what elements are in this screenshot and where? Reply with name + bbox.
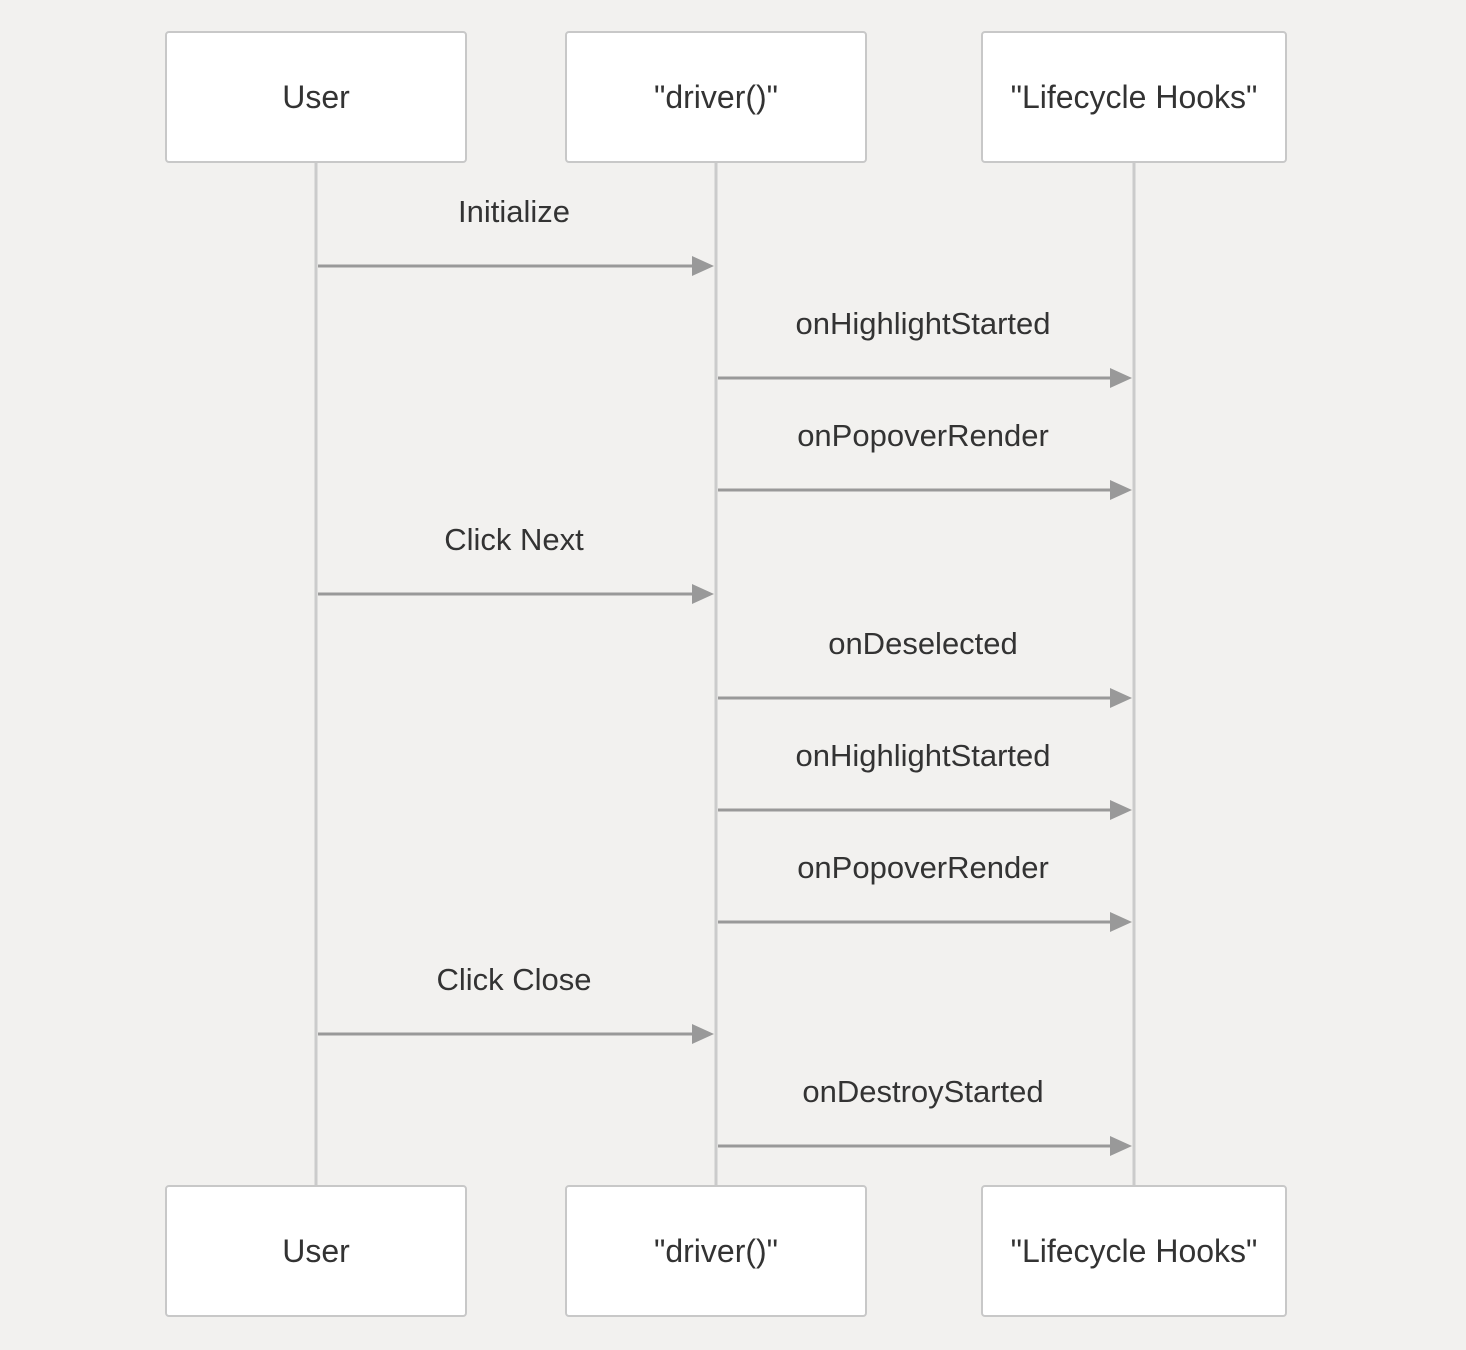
actor-user-bottom: User — [165, 1185, 467, 1317]
arrowhead-icon — [1110, 688, 1132, 708]
actor-label: "Lifecycle Hooks" — [1011, 79, 1258, 115]
message-1: Initialize — [318, 194, 714, 276]
message-label: onPopoverRender — [797, 418, 1049, 453]
message-6: onHighlightStarted — [718, 738, 1132, 820]
arrowhead-icon — [1110, 480, 1132, 500]
actor-user-top: User — [165, 31, 467, 163]
message-8: Click Close — [318, 962, 714, 1044]
message-label: onDeselected — [828, 626, 1018, 661]
message-label: Initialize — [458, 194, 570, 229]
message-5: onDeselected — [718, 626, 1132, 708]
arrowhead-icon — [1110, 1136, 1132, 1156]
message-label: onHighlightStarted — [795, 306, 1050, 341]
message-3: onPopoverRender — [718, 418, 1132, 500]
actor-hooks-top: "Lifecycle Hooks" — [981, 31, 1287, 163]
actor-box-rect — [565, 31, 867, 163]
actor-label: User — [282, 1233, 350, 1269]
arrowhead-icon — [692, 256, 714, 276]
actor-box-rect — [981, 31, 1287, 163]
arrowhead-icon — [1110, 800, 1132, 820]
message-9: onDestroyStarted — [718, 1074, 1132, 1156]
arrowhead-icon — [692, 1024, 714, 1044]
actor-box-rect — [565, 1185, 867, 1317]
message-label: Click Close — [436, 962, 591, 997]
message-4: Click Next — [318, 522, 714, 604]
lifelines — [314, 162, 1136, 1186]
actor-label: "Lifecycle Hooks" — [1011, 1233, 1258, 1269]
arrowhead-icon — [1110, 912, 1132, 932]
actor-driver-top: "driver()" — [565, 31, 867, 163]
message-label: onPopoverRender — [797, 850, 1049, 885]
message-label: Click Next — [444, 522, 584, 557]
arrowhead-icon — [1110, 368, 1132, 388]
actor-box-rect — [165, 31, 467, 163]
messages: Initialize onHighlightStarted onPopoverRen… — [318, 194, 1132, 1156]
actor-label: User — [282, 79, 350, 115]
message-label: onDestroyStarted — [802, 1074, 1043, 1109]
actor-box-rect — [165, 1185, 467, 1317]
actor-hooks-bottom: "Lifecycle Hooks" — [981, 1185, 1287, 1317]
actor-driver-bottom: "driver()" — [565, 1185, 867, 1317]
actors-bottom: User "driver()" "Lifecycle Hooks" — [165, 1185, 1287, 1317]
message-label: onHighlightStarted — [795, 738, 1050, 773]
actor-label: "driver()" — [654, 1233, 778, 1269]
message-2: onHighlightStarted — [718, 306, 1132, 388]
actors-top: User "driver()" "Lifecycle Hooks" — [165, 31, 1287, 163]
message-7: onPopoverRender — [718, 850, 1132, 932]
actor-box-rect — [981, 1185, 1287, 1317]
actor-label: "driver()" — [654, 79, 778, 115]
arrowhead-icon — [692, 584, 714, 604]
